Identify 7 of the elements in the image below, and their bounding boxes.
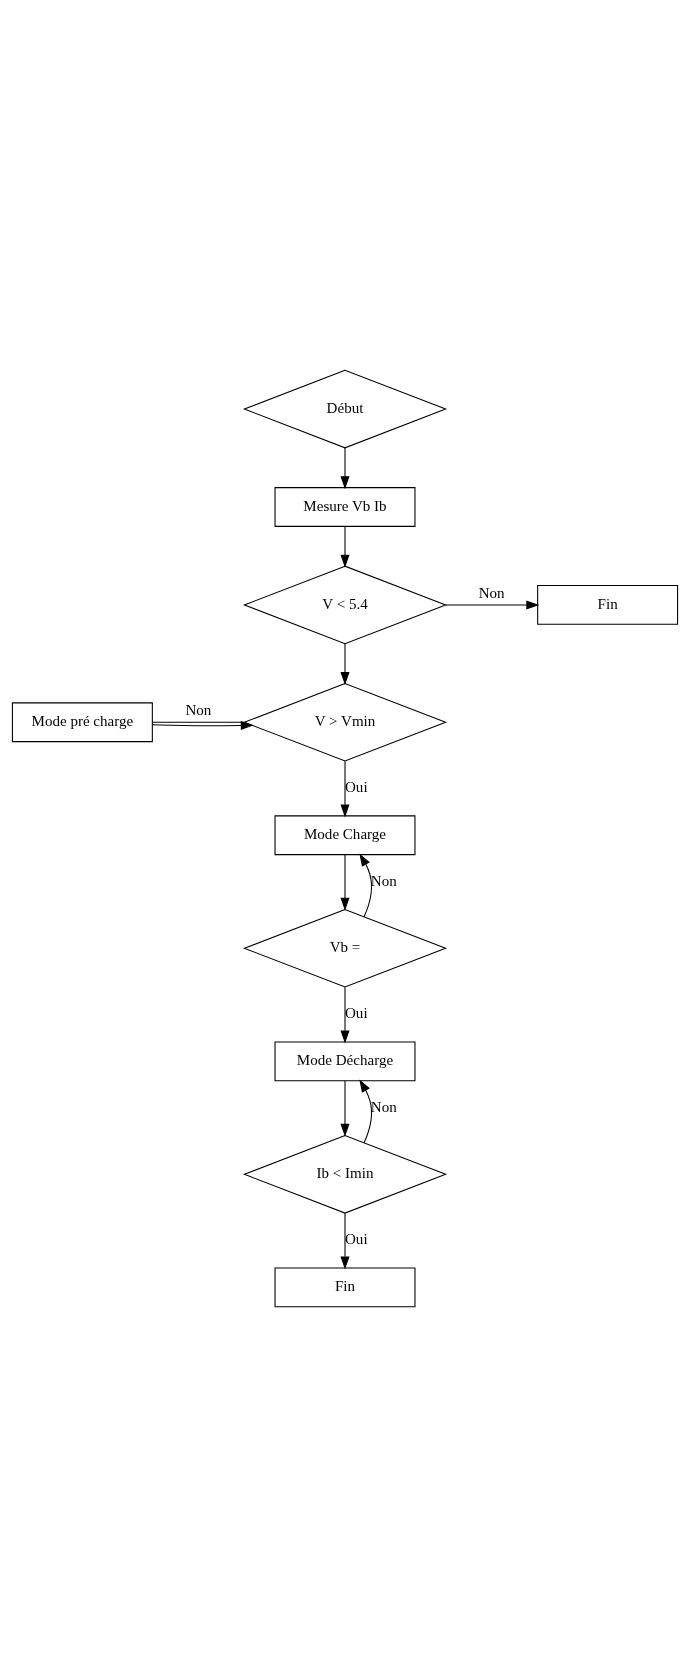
edge-label: Non [370,1099,397,1116]
edge-label: Non [185,701,212,718]
edge-label: Oui [345,1231,368,1248]
edge-label: Non [478,584,505,601]
edge-label: Oui [345,1005,368,1022]
edge-label: Non [370,873,397,890]
edge-label: Oui [345,779,368,796]
